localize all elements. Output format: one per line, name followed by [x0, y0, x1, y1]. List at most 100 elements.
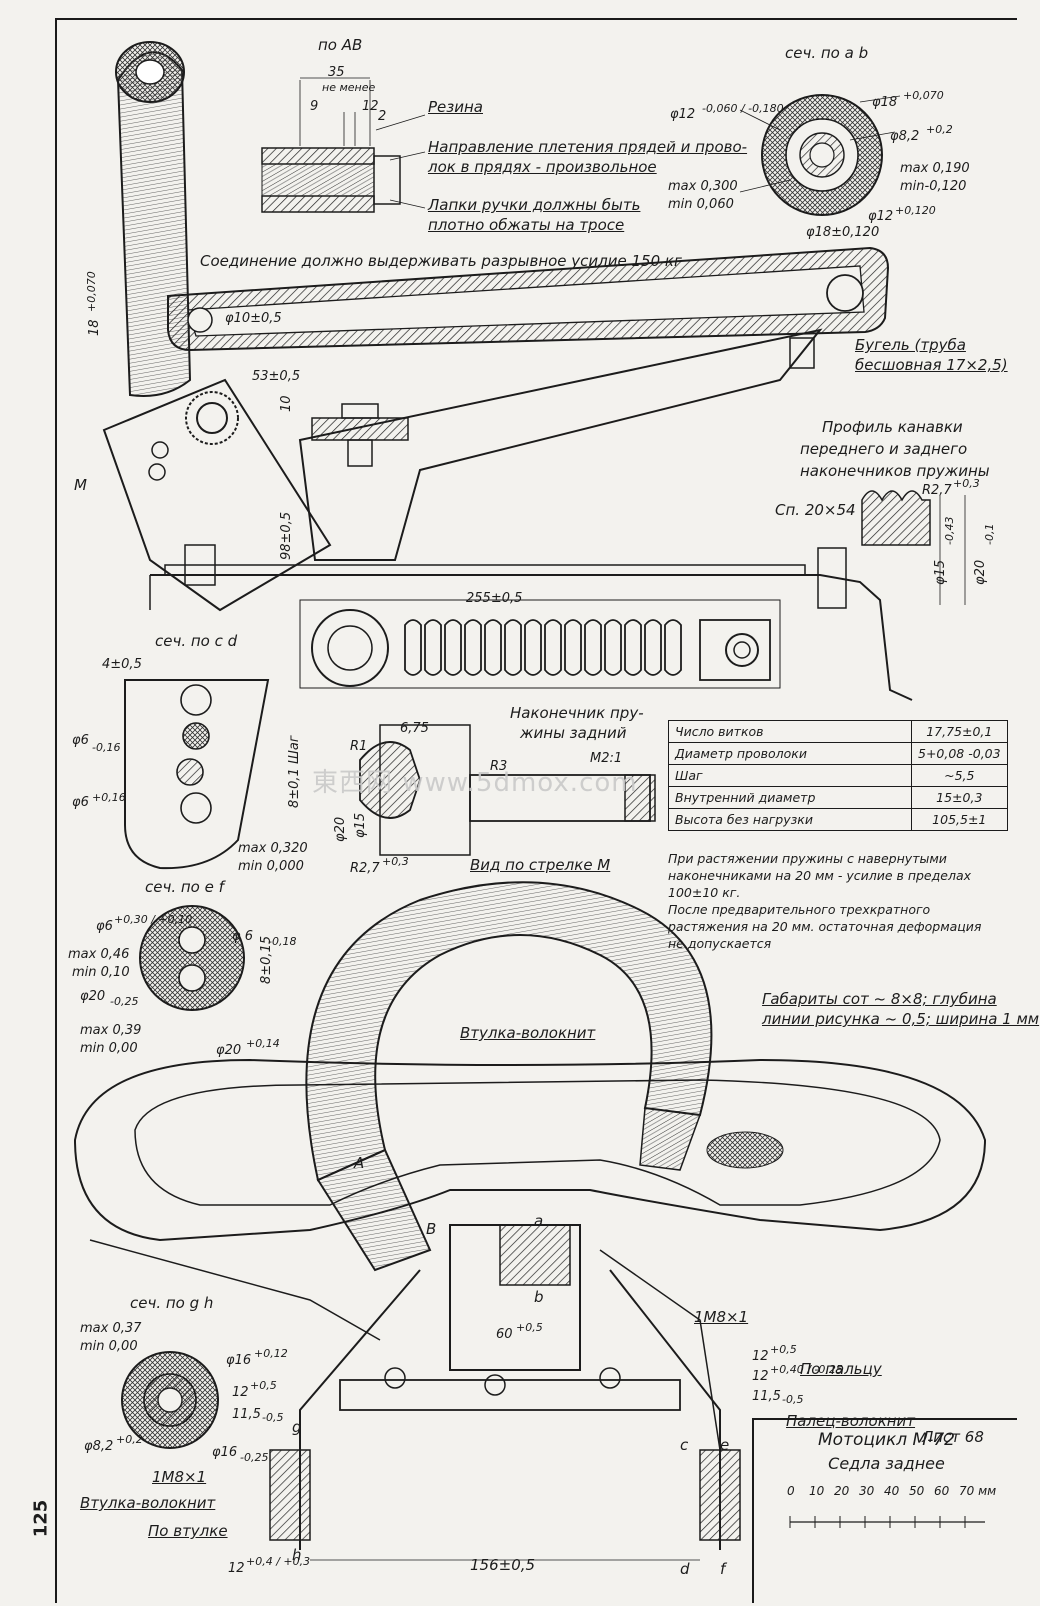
scale-label-70: 70 мм [959, 1484, 997, 1498]
dim-phi20f: φ20 [216, 1043, 242, 1058]
callout-by-sleeve: По втулке [148, 1522, 228, 1540]
callout-bugel-2: бесшовная 17×2,5) [855, 356, 1008, 374]
title-block: Мотоцикл М-72 Седла заднее 0 10 20 30 40… [752, 1418, 1017, 1603]
dim-phi20: φ20 [973, 559, 988, 585]
dim-phi10: φ10±0,5 [225, 311, 282, 326]
section-ef-label: сеч. по e f [145, 878, 224, 896]
point-g: g [292, 1418, 302, 1436]
callout-sp: Сп. 20×54 [775, 501, 856, 519]
dim-phi6b: φ6 [72, 795, 89, 810]
section-ab-circle [739, 94, 901, 216]
dim-156: 156±0,5 [470, 1556, 536, 1574]
dim-r27b-tol: +0,3 [382, 855, 409, 868]
dim-phi20e: φ20 [80, 989, 106, 1004]
saddle-outline [73, 1058, 987, 1451]
dim-min010: min 0,10 [72, 965, 130, 980]
dim-phi6a-tol: -0,16 [92, 741, 121, 754]
callout-sleeve: Втулка-волокнит [460, 1024, 596, 1042]
dim-phi82b-tol: +0,2 [116, 1433, 143, 1446]
section-ab-circle-label: сеч. по a b [785, 44, 869, 62]
spring-tip-view [359, 724, 656, 856]
scale-label-10: 10 [809, 1484, 825, 1498]
dim-phi82-tol: +0,2 [926, 123, 953, 136]
dim-not-less: не менее [322, 81, 376, 94]
callout-dims-1: Габариты сот ~ 8×8; глубина [762, 990, 997, 1008]
dim-r27: R2,7 [922, 483, 952, 498]
callout-tip-1: Наконечник пру- [510, 704, 644, 722]
dim-phi20-tol: -0,1 [983, 523, 996, 545]
dim-phi6c: φ6 [96, 919, 113, 934]
dim-phi12b-tol: +0,120 [895, 204, 936, 217]
callout-view-m: Вид по стрелке М [470, 856, 611, 874]
dim-8-015: 8±0,15 [259, 935, 274, 984]
dim-phi82: φ8,2 [890, 129, 920, 144]
dim-phi18b: φ18±0,120 [806, 225, 880, 240]
dim-phi12-tol: -0,060 / -0,180 [702, 102, 784, 115]
dim-12r2-tol: +0,40 / -0,25 [770, 1363, 843, 1376]
point-a-upper: A [354, 1154, 365, 1172]
dim-phi20f-tol: +0,14 [246, 1037, 280, 1050]
dim-min0120: min-0,120 [900, 179, 967, 194]
callout-groove-1: Профиль канавки [822, 418, 963, 436]
callout-m8-left: 1М8×1 [152, 1468, 207, 1486]
dim-min000b: min 0,00 [80, 1339, 138, 1354]
drawing-sheet [55, 18, 1017, 1603]
title-line-1: Мотоцикл М-72 [818, 1430, 955, 1450]
bugel-frame [167, 246, 890, 352]
dim-phi15v: φ15 [353, 812, 368, 838]
dim-max037: max 0,37 [80, 1321, 142, 1336]
dim-phi12b: φ12 [868, 209, 894, 224]
dim-12-bottom-tol: +0,4 / +0,3 [246, 1555, 311, 1568]
callout-finger: Палец-волокнит [786, 1412, 916, 1430]
callout-by-finger: По пальцу [800, 1360, 882, 1378]
dim-r1: R1 [350, 739, 368, 754]
scale-label-50: 50 [909, 1484, 925, 1498]
dim-phi18: φ18 [872, 95, 898, 110]
scale-label-40: 40 [884, 1484, 900, 1498]
dim-4: 4±0,5 [102, 657, 142, 672]
dim-phi18-tol: +0,070 [903, 89, 944, 102]
point-h: h [292, 1546, 302, 1564]
scale-label-30: 30 [859, 1484, 875, 1498]
dim-98: 98±0,5 [279, 511, 294, 560]
dim-12r: 12 [752, 1349, 769, 1364]
dim-phi6a: φ6 [72, 733, 89, 748]
dim-675: 6,75 [400, 721, 429, 736]
point-b-upper: B [426, 1220, 437, 1238]
dim-phi6c-tol: +0,30 / +0,10 [114, 913, 193, 926]
note-1: При растяжении пружины с навернутыми нак… [668, 851, 972, 900]
callout-groove-2: переднего и заднего [800, 440, 968, 458]
dim-phi16-tol: +0,12 [254, 1347, 288, 1360]
dim-r27b: R2,7 [350, 861, 380, 876]
dim-35: 35 [328, 65, 345, 80]
dim-phi16b: φ16 [212, 1445, 238, 1460]
dim-max046: max 0,46 [68, 947, 130, 962]
callout-lugs-1: Лапки ручки должны быть [428, 196, 641, 214]
dim-phi12: φ12 [670, 107, 696, 122]
mounting-bracket [269, 1224, 741, 1561]
dim-min0000: min 0,000 [238, 859, 304, 874]
section-cd [124, 679, 270, 870]
dim-115-tol: -0,5 [262, 1411, 284, 1424]
dim-phi6d: φ 6 [232, 929, 253, 944]
point-a: a [534, 1212, 544, 1230]
callout-dims-2: линии рисунка ~ 0,5; ширина 1 мм [762, 1010, 1040, 1028]
bottom-rail [149, 544, 913, 701]
dim-phi20v: φ20 [333, 816, 348, 842]
dim-2: 2 [378, 109, 387, 124]
dim-phi82b: φ8,2 [84, 1439, 114, 1454]
callout-rubber: Резина [428, 98, 483, 116]
dim-step: 8±0,1 Шаг [287, 735, 302, 808]
dim-12-bottom: 12 [228, 1561, 245, 1576]
dim-115: 11,5 [232, 1407, 261, 1422]
dim-18-tol: +0,070 [85, 271, 98, 312]
callout-lugs-2: плотно обжаты на тросе [428, 216, 625, 234]
dim-53: 53±0,5 [252, 369, 301, 384]
callout-weave-2: лок в прядях - произвольное [428, 158, 657, 176]
point-b: b [534, 1288, 544, 1306]
dim-m21: M2:1 [590, 751, 623, 766]
